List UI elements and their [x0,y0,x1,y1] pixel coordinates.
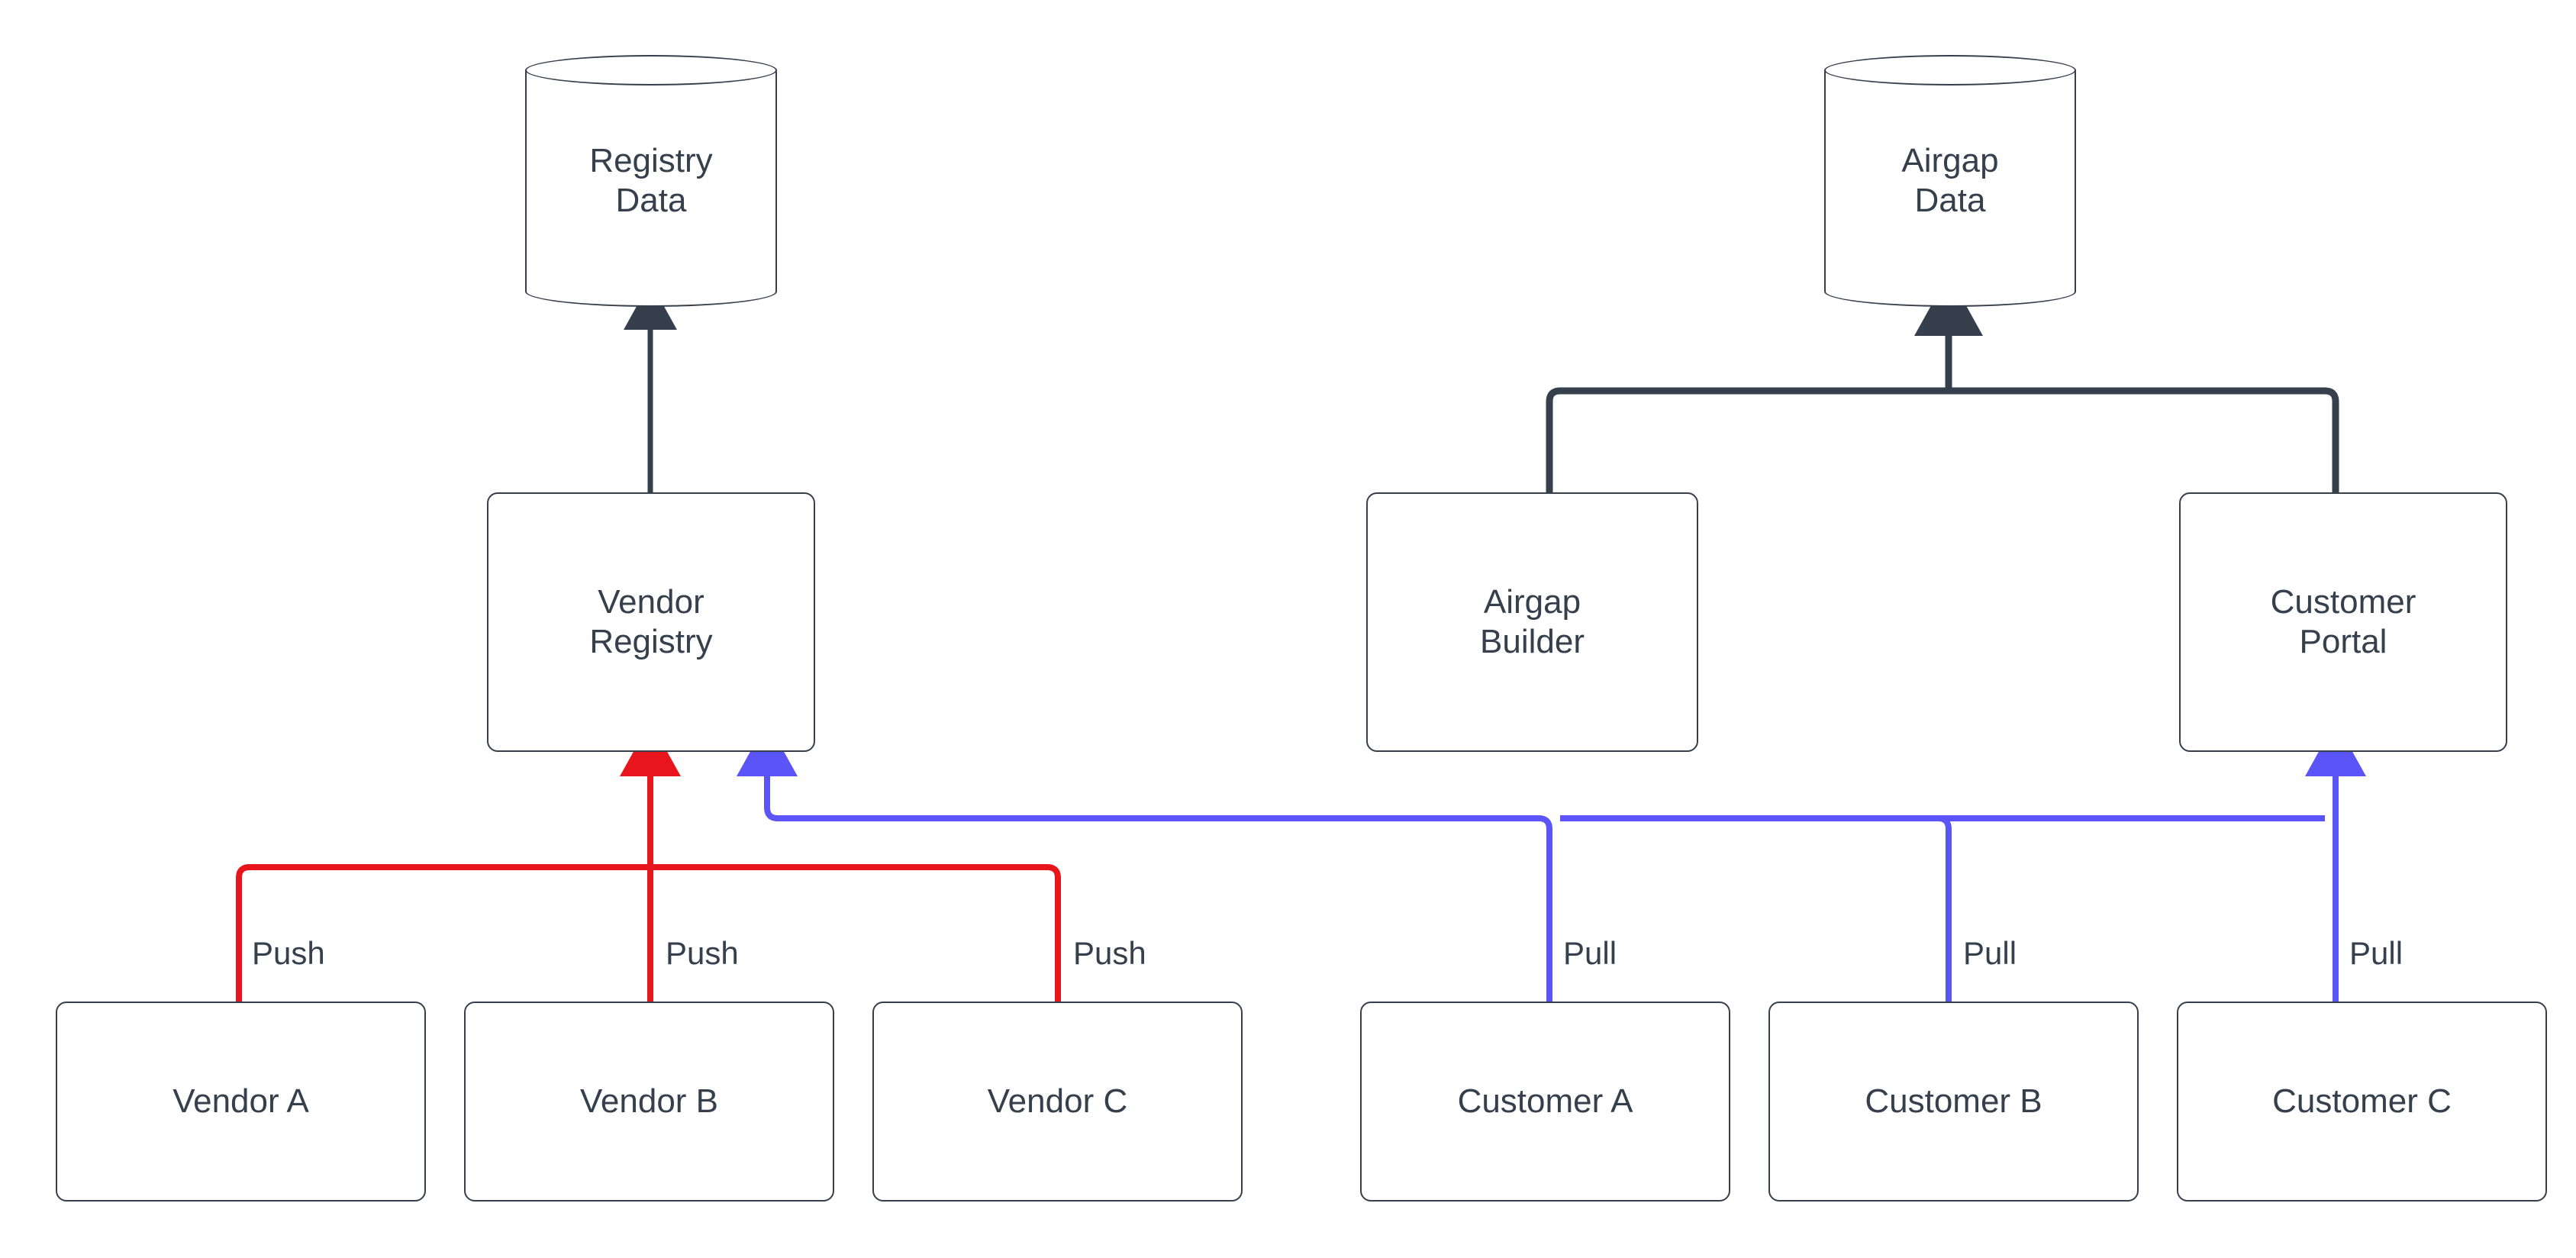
node-label: Customer A [1457,1082,1633,1121]
node-label: Vendor Registry [589,583,713,660]
node-label: Customer B [1865,1082,2042,1121]
edge-vendor-c-push [650,864,1061,1002]
node-label: Customer C [2272,1082,2452,1121]
edge-label-pull-customer-a: Pull [1563,935,1617,971]
node-label: Vendor A [172,1082,309,1121]
cylinder-body [525,70,777,292]
edge-label-push-vendor-a: Push [252,935,325,971]
node-customer-a[interactable]: Customer A [1360,1002,1730,1202]
edge-label-push-vendor-b: Push [666,935,739,971]
edge-customer-b-pull [1560,815,1952,1002]
edge-customer-a-pull [737,721,1552,1002]
datastore-registry-data[interactable]: Registry Data [525,55,777,307]
node-customer-portal[interactable]: Customer Portal [2179,492,2507,752]
node-airgap-builder[interactable]: Airgap Builder [1366,492,1698,752]
edge-label-push-vendor-c: Push [1073,935,1146,971]
cylinder-body [1824,70,2076,292]
edge-vendor-a-push [236,864,650,1002]
datastore-label: Registry Data [589,142,713,219]
node-customer-c[interactable]: Customer C [2177,1002,2547,1202]
edge-airgap-builder-to-bus [1546,387,2339,492]
edge-label-pull-customer-b: Pull [1963,935,2017,971]
node-label: Vendor C [987,1082,1128,1121]
node-label: Airgap Builder [1480,583,1585,660]
node-label: Customer Portal [2270,583,2416,660]
cylinder-top-ellipse [525,55,777,85]
cylinder-top-ellipse [1824,55,2076,85]
node-vendor-registry[interactable]: Vendor Registry [487,492,815,752]
node-vendor-c[interactable]: Vendor C [872,1002,1243,1202]
datastore-label: Airgap Data [1901,142,1999,219]
datastore-airgap-data[interactable]: Airgap Data [1824,55,2076,307]
node-customer-b[interactable]: Customer B [1768,1002,2139,1202]
node-label: Vendor B [579,1082,719,1121]
node-vendor-a[interactable]: Vendor A [56,1002,426,1202]
edge-label-pull-customer-c: Pull [2349,935,2404,971]
node-vendor-b[interactable]: Vendor B [464,1002,834,1202]
